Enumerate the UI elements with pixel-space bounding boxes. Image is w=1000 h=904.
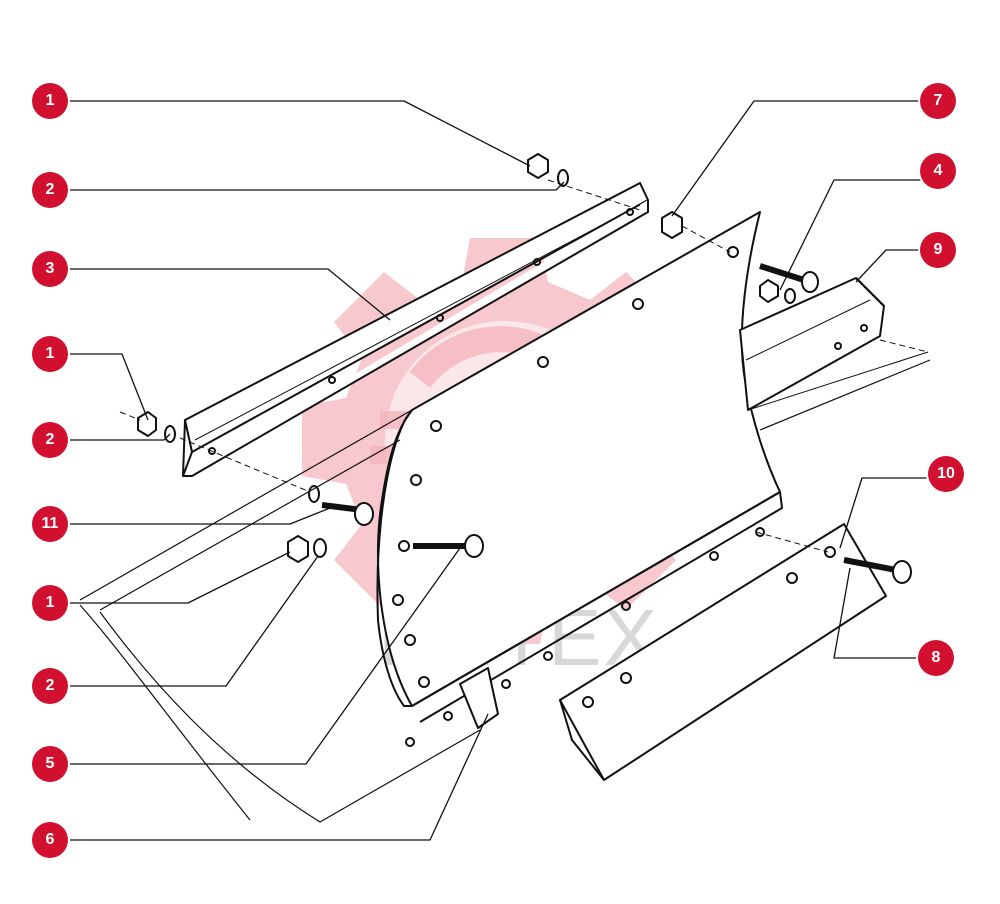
callout-5: 5 [32, 746, 68, 782]
callout-6: 6 [32, 822, 68, 858]
assembly-lines [119, 179, 929, 553]
nuts-and-washers [137, 153, 796, 563]
top-strip [182, 182, 649, 477]
plate-lower-skirt [405, 491, 783, 747]
callout-11: 11 [32, 506, 68, 542]
callout-1-top: 1 [32, 83, 68, 119]
callout-7: 7 [920, 83, 956, 119]
callout-8: 8 [918, 640, 954, 676]
callout-1-mid: 1 [32, 336, 68, 372]
callout-3: 3 [32, 251, 68, 287]
leader-lines [68, 100, 934, 841]
callout-2-mid: 2 [32, 422, 68, 458]
callout-2-low: 2 [32, 668, 68, 704]
callout-9: 9 [920, 232, 956, 268]
bolts [321, 263, 912, 584]
side-rail [739, 277, 929, 411]
cutting-edge [559, 523, 887, 781]
callout-2-top: 2 [32, 172, 68, 208]
callout-1-low: 1 [32, 585, 68, 621]
frame-outline [79, 359, 931, 823]
callout-10: 10 [928, 456, 964, 492]
callout-4: 4 [920, 153, 956, 189]
